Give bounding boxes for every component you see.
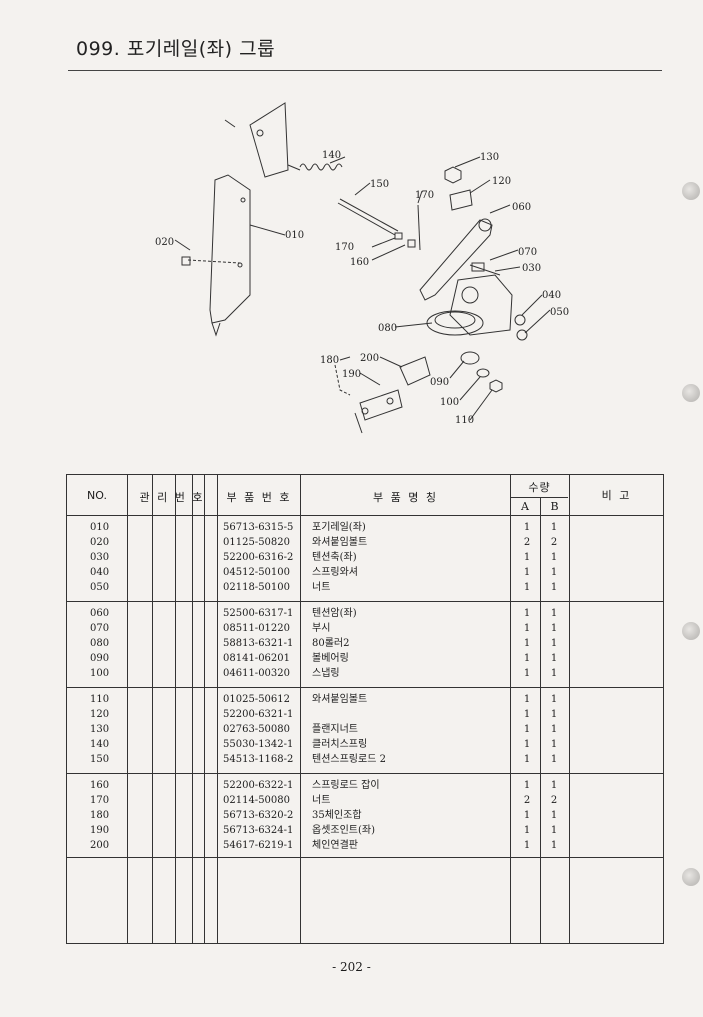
callout-label: 160	[350, 257, 369, 268]
callout-label: 110	[455, 415, 474, 426]
binder-hole	[682, 622, 700, 640]
callout-label: 180	[320, 355, 339, 366]
bracket-part	[249, 102, 289, 178]
callout-label: 130	[480, 152, 499, 163]
callout-label: 140	[322, 150, 341, 161]
header-no: NO.	[87, 489, 107, 502]
callout-label: 050	[550, 307, 569, 318]
rail-part	[209, 174, 251, 324]
header-qty-b: B	[550, 500, 559, 513]
binder-hole	[682, 868, 700, 886]
header-part-no: 부 품 번 호	[226, 491, 292, 504]
callout-label: 080	[378, 323, 397, 334]
callout-label: 100	[440, 397, 459, 408]
callout-label: 190	[342, 369, 361, 380]
callout-label: 010	[285, 230, 304, 241]
binder-hole	[682, 182, 700, 200]
page-title: 099. 포기레일(좌) 그룹	[76, 38, 276, 60]
callout-label: 200	[360, 353, 379, 364]
callout-label: 020	[155, 237, 174, 248]
page-number: - 202 -	[332, 960, 371, 974]
callout-label: 040	[542, 290, 561, 301]
parts-table: NO. 관 리 번 호 부 품 번 호 부 품 명 칭 수량 A B 비 고 0…	[66, 474, 664, 944]
callout-label: 170	[415, 190, 434, 201]
header-mgmt: 관 리 번 호	[139, 491, 205, 504]
header-remarks: 비 고	[601, 489, 632, 502]
binder-hole	[682, 384, 700, 402]
callout-label: 060	[512, 202, 531, 213]
header-qty-a: A	[521, 500, 529, 513]
callout-label: 170	[335, 242, 354, 253]
callout-label: 150	[370, 179, 389, 190]
header-part-name: 부 품 명 칭	[373, 491, 438, 504]
callout-label: 120	[492, 176, 511, 187]
title-divider	[68, 70, 662, 71]
callout-label: 090	[430, 377, 449, 388]
parts-diagram: 140 150 170 130 120 060 010 020 170 160 …	[155, 102, 569, 434]
header-qty: 수량	[528, 481, 551, 494]
callout-label: 070	[518, 247, 537, 258]
callout-label: 030	[522, 263, 541, 274]
